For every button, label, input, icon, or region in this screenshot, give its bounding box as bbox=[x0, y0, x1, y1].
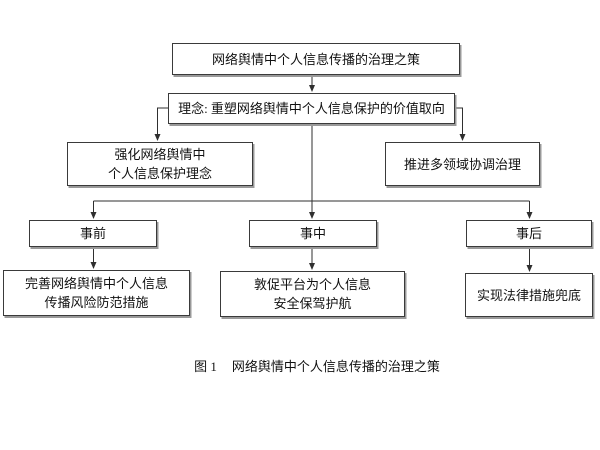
arrow-concept-to-strengthen bbox=[154, 107, 168, 141]
node-strengthen-protection: 强化网络舆情中 个人信息保护理念 bbox=[67, 142, 253, 186]
node-concept: 理念: 重塑网络舆情中个人信息保护的价值取向 bbox=[168, 93, 455, 124]
node-phase-before: 事前 bbox=[29, 220, 157, 247]
figure-caption: 图 1 网络舆情中个人信息传播的治理之策 bbox=[17, 356, 600, 375]
node-phase-during: 事中 bbox=[249, 220, 377, 247]
figure-caption-label: 图 1 bbox=[194, 359, 217, 374]
node-measure-after: 实现法律措施兜底 bbox=[465, 273, 593, 317]
node-root-title: 网络舆情中个人信息传播的治理之策 bbox=[172, 43, 460, 75]
figure-caption-title: 网络舆情中个人信息传播的治理之策 bbox=[231, 359, 440, 374]
arrow-concept-to-promote bbox=[455, 107, 466, 141]
node-promote-coordination: 推进多领域协调治理 bbox=[385, 142, 540, 186]
node-measure-before: 完善网络舆情中个人信息 传播风险防范措施 bbox=[3, 270, 190, 316]
node-measure-during: 敦促平台为个人信息 安全保驾护航 bbox=[220, 271, 405, 317]
node-phase-after: 事后 bbox=[466, 220, 592, 247]
